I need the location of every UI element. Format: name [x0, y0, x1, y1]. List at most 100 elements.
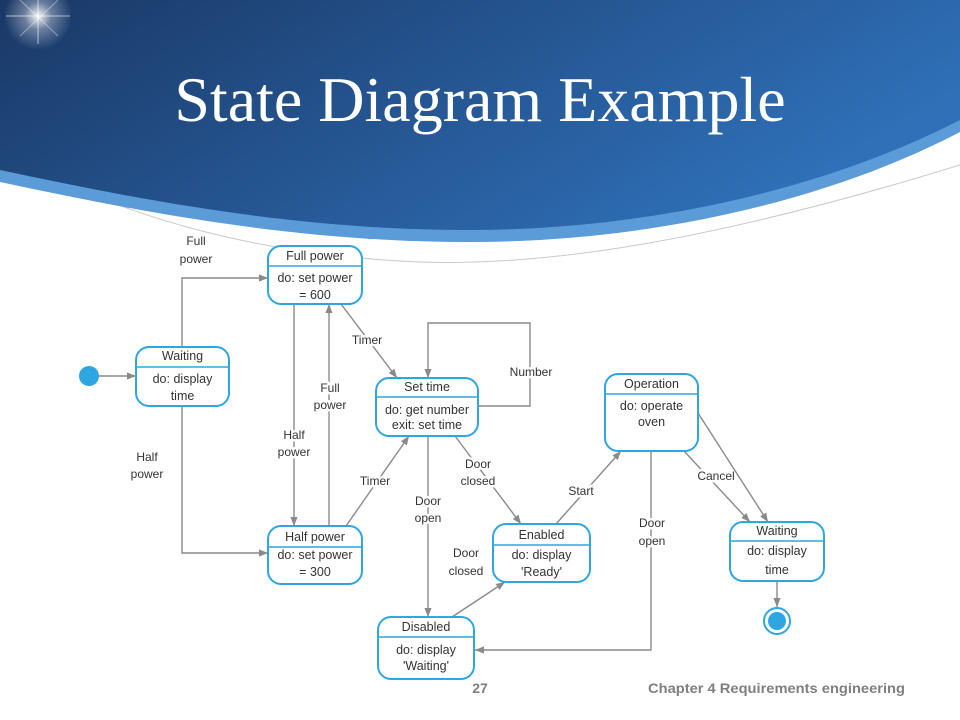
- transition-line: [181, 274, 268, 347]
- transition-label: Full: [186, 234, 205, 248]
- state-disabled: Disabled do: display 'Waiting': [377, 616, 475, 680]
- flare-ray: [19, 0, 59, 37]
- state-activity-line: exit: set time: [392, 418, 462, 432]
- transition-line: [454, 435, 522, 525]
- transition-label: Door: [465, 457, 491, 471]
- transition-door-open-from-set-time: Door open: [412, 436, 444, 617]
- transition-label: Timer: [360, 474, 390, 488]
- page-number: 27: [472, 680, 488, 696]
- transition-cancel: Cancel: [683, 450, 751, 523]
- transition-label: Timer: [352, 333, 382, 347]
- state-activity-line: = 300: [299, 565, 331, 579]
- transition-line: [340, 303, 398, 379]
- transition-half-power-from-full-power: Half power: [275, 304, 313, 526]
- slide-title: State Diagram Example: [174, 64, 785, 135]
- state-box: [267, 525, 363, 585]
- state-operation: Operation do: operate oven: [604, 373, 699, 452]
- state-name: Waiting: [756, 524, 797, 538]
- state-waiting-end: Waiting do: display time: [729, 521, 825, 582]
- state-name: Full power: [286, 249, 344, 263]
- state-name: Operation: [624, 377, 679, 391]
- state-activity-line: do: display: [512, 548, 573, 562]
- transition-label: open: [639, 534, 666, 548]
- state-box: [377, 616, 475, 680]
- transition-label: Door: [415, 494, 441, 508]
- state-activity-line: 'Ready': [521, 565, 562, 579]
- state-name: Waiting: [162, 349, 203, 363]
- transition-label: Half: [283, 428, 305, 442]
- state-activity-line: do: display: [396, 643, 457, 657]
- state-activity-line: do: operate: [620, 399, 683, 413]
- transition-timer-from-half-power: Timer: [345, 435, 410, 527]
- transition-label: power: [278, 445, 311, 459]
- transition-label: closed: [449, 564, 484, 578]
- transition-label: Door: [639, 516, 665, 530]
- transition-label: power: [131, 467, 164, 481]
- decorative-arc: [39, 164, 960, 263]
- transition-start: Start: [555, 450, 622, 525]
- transition-label: Number: [510, 365, 553, 379]
- transition-door-open-from-operation: Door open: [475, 451, 668, 654]
- transition-line: [475, 451, 652, 654]
- flare-ray: [19, 0, 59, 37]
- state-set-time: Set time do: get number exit: set time: [375, 377, 479, 437]
- state-name: Disabled: [402, 620, 451, 634]
- state-name: Half power: [285, 530, 345, 544]
- state-activity-line: do: display: [747, 544, 808, 558]
- header-fill: [0, 0, 960, 230]
- state-activity-line: = 600: [299, 288, 331, 302]
- state-name: Set time: [404, 380, 450, 394]
- transition-label: power: [314, 398, 347, 412]
- state-box: [729, 521, 825, 582]
- state-activity-line: time: [171, 389, 195, 403]
- transition-half-power-from-waiting: Half power: [128, 406, 268, 557]
- state-activity-line: do: set power: [277, 548, 352, 562]
- transition-label: Full: [320, 381, 339, 395]
- transition-label: Door: [453, 546, 479, 560]
- state-box: [492, 523, 591, 583]
- transition-label: open: [415, 511, 442, 525]
- state-box: [135, 346, 230, 407]
- transition-line: [181, 406, 268, 557]
- transition-timer-from-full-power: Timer: [340, 303, 398, 379]
- transitions: Full power Half power Half power Full po…: [99, 232, 781, 654]
- initial-state-node: [79, 366, 99, 386]
- state-activity-line: do: set power: [277, 271, 352, 285]
- state-half-power: Half power do: set power = 300: [267, 525, 363, 585]
- state-activity-line: oven: [638, 415, 665, 429]
- header-background: [0, 0, 960, 242]
- transition-label: Half: [136, 450, 158, 464]
- transition-label: Start: [568, 484, 594, 498]
- state-full-power: Full power do: set power = 600: [267, 245, 363, 305]
- transition-line: [697, 412, 769, 523]
- final-state-dot: [768, 612, 786, 630]
- transition-operation-to-waiting: [697, 412, 769, 523]
- transition-line: [345, 435, 410, 527]
- state-activity-line: 'Waiting': [403, 659, 449, 673]
- transition-label: power: [180, 252, 213, 266]
- state-enabled: Enabled do: display 'Ready': [492, 523, 591, 583]
- transition-door-closed-from-set-time: Door closed: [454, 435, 522, 525]
- transition-line: [555, 450, 622, 525]
- transition-full-power-from-waiting: Full power: [177, 232, 268, 347]
- header-light-flare: [4, 0, 72, 50]
- transition-line: [683, 450, 751, 523]
- state-box: [375, 377, 479, 437]
- state-activity-line: do: display: [153, 372, 214, 386]
- footer-text: Chapter 4 Requirements engineering: [648, 680, 905, 696]
- transition-line: [424, 322, 531, 407]
- transition-line: [451, 581, 506, 618]
- state-activity-line: time: [765, 563, 789, 577]
- transition-label: closed: [461, 474, 496, 488]
- transition-label: Cancel: [697, 469, 734, 483]
- state-box: [267, 245, 363, 305]
- transition-full-power-from-half-power: Full power: [311, 304, 349, 526]
- state-activity-line: do: get number: [385, 403, 469, 417]
- transition-number-self-loop: Number: [424, 322, 555, 407]
- state-waiting: Waiting do: display time: [135, 346, 230, 407]
- transition-door-closed-from-disabled: Door closed: [446, 544, 506, 618]
- final-state-node: [763, 607, 791, 635]
- state-name: Enabled: [519, 528, 565, 542]
